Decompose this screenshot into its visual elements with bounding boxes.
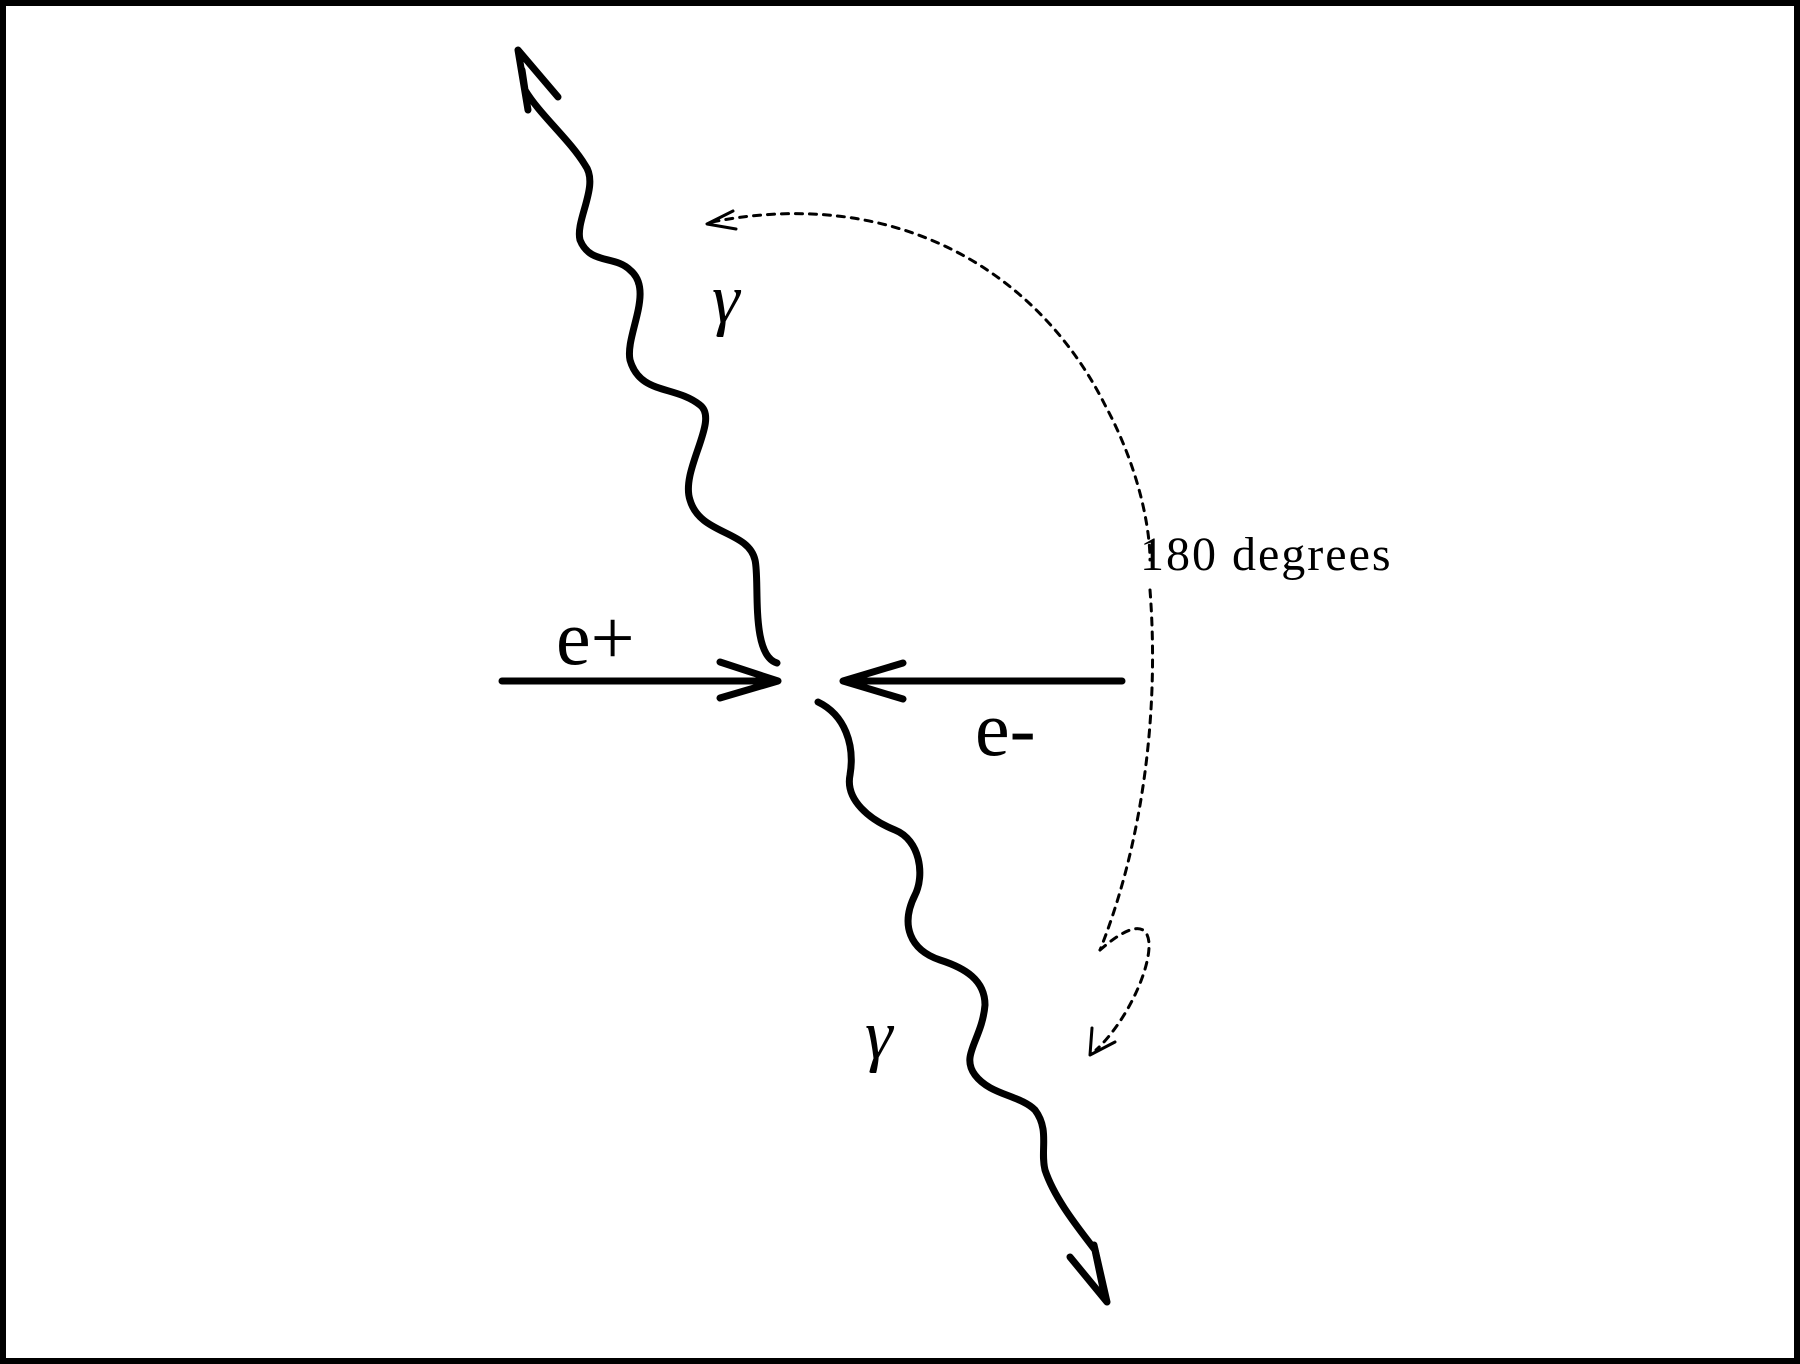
positron-arrowhead (716, 658, 782, 702)
photon-upper-label: γ (712, 261, 742, 338)
photon-lower-arrowhead (1066, 1241, 1111, 1306)
angle-arc-lower (1098, 588, 1155, 952)
photon-upper-arrowhead (514, 46, 562, 114)
angle-arc-bottom-arrowhead (1088, 1026, 1117, 1057)
angle-label: 180 degrees (1140, 528, 1393, 581)
positron-label: e+ (556, 594, 635, 681)
photon-upper-line (518, 66, 781, 667)
angle-arc-bottom (1094, 927, 1151, 1052)
photon-lower-label: γ (865, 997, 895, 1074)
electron-arrowhead (839, 659, 907, 703)
angle-arc-top-arrowhead (705, 209, 738, 231)
photon-lower-line (814, 698, 1109, 1302)
angle-arc (710, 212, 1152, 562)
electron-label: e- (975, 685, 1036, 772)
